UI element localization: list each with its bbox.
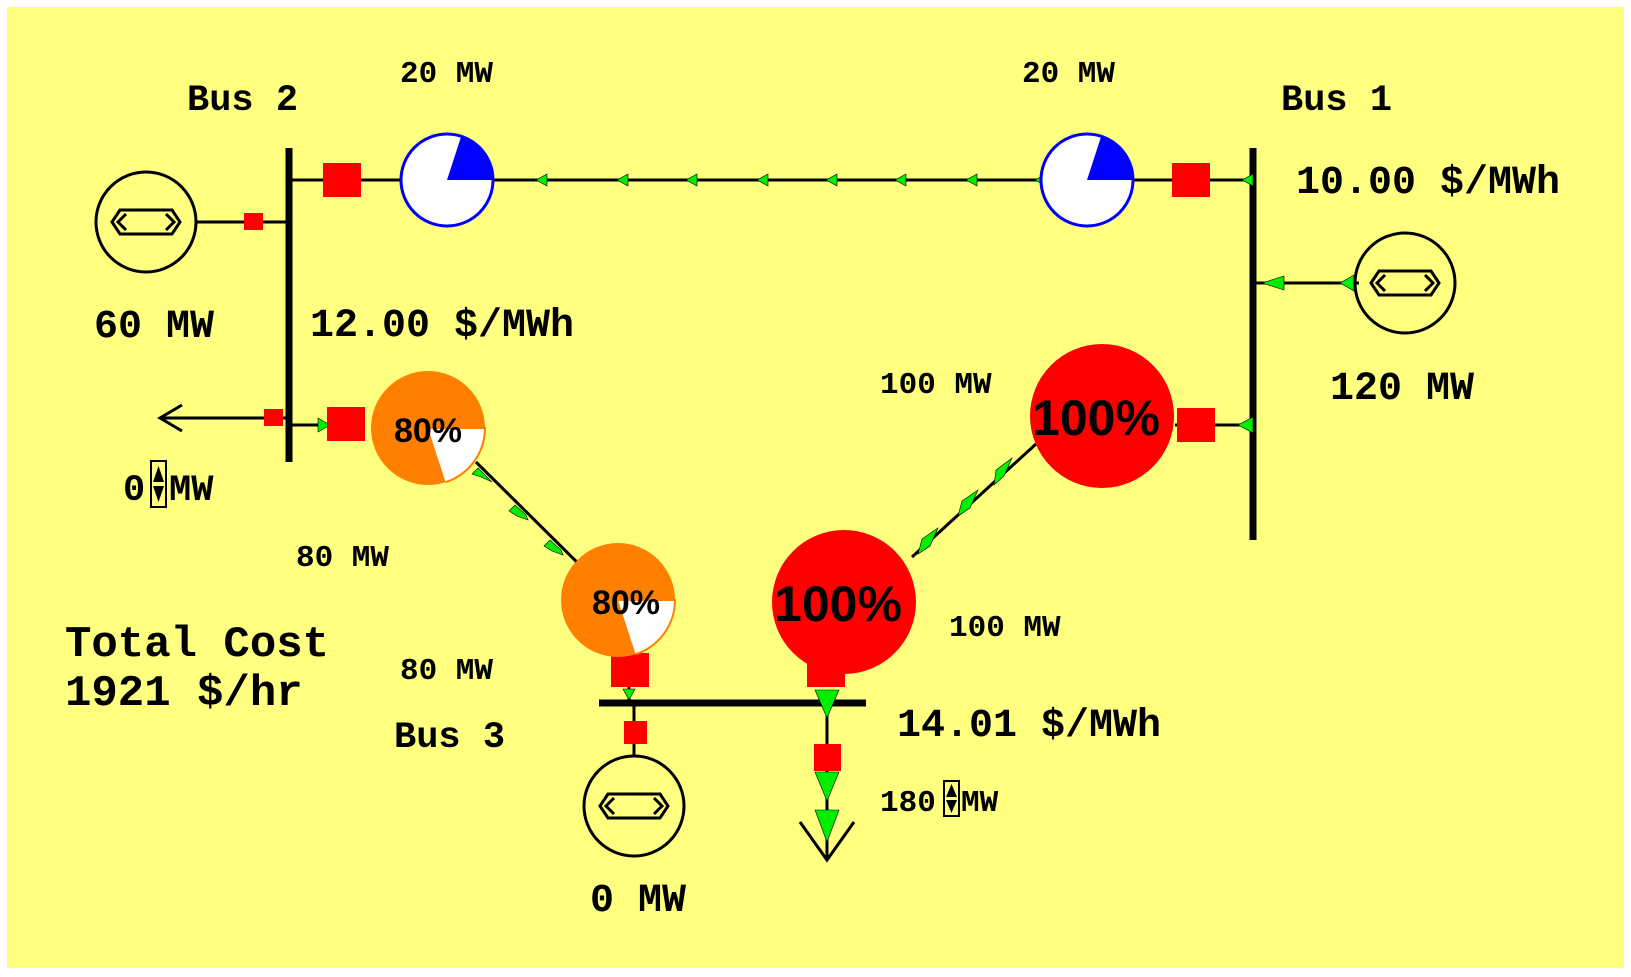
pie-line23-bottom-label: 80% bbox=[592, 584, 660, 622]
bus2-name: Bus 2 bbox=[187, 80, 298, 122]
total-cost-label: Total Cost bbox=[65, 620, 329, 670]
line-1-3[interactable]: 100% 100% bbox=[772, 344, 1254, 687]
line23-flow-bottom: 80 MW bbox=[400, 654, 493, 689]
load3-value: 180 bbox=[880, 786, 936, 821]
load-bus2[interactable] bbox=[157, 403, 289, 433]
bus1-price: 10.00 $/MWh bbox=[1296, 161, 1560, 206]
pie-line13-bottom-label: 100% bbox=[774, 576, 902, 632]
load2-spinner-icon[interactable] bbox=[150, 460, 167, 508]
line-1-2[interactable] bbox=[289, 132, 1254, 228]
breaker-line23-bus2[interactable] bbox=[327, 407, 365, 441]
generator-symbol-icon bbox=[598, 792, 670, 820]
breaker-line12-bus2[interactable] bbox=[323, 163, 361, 197]
bus3-price: 14.01 $/MWh bbox=[897, 704, 1161, 749]
pie-line13-bottom[interactable]: 100% bbox=[772, 530, 916, 674]
line-2-3[interactable]: 80% 80% bbox=[289, 371, 677, 703]
total-cost-value: 1921 $/hr bbox=[65, 669, 303, 719]
line12-flow-right: 20 MW bbox=[1022, 57, 1115, 92]
gen2-output: 60 MW bbox=[94, 305, 214, 350]
breaker-line23-bus3[interactable] bbox=[611, 653, 649, 687]
load-arrow-icon bbox=[157, 403, 183, 433]
breaker-line13-bus1[interactable] bbox=[1177, 408, 1215, 442]
breaker-gen2[interactable] bbox=[244, 213, 263, 230]
load-arrow-icon bbox=[798, 821, 856, 863]
load-bus3[interactable] bbox=[798, 689, 856, 863]
generator-bus3[interactable] bbox=[582, 703, 686, 858]
gen1-output: 120 MW bbox=[1330, 367, 1474, 412]
pie-line23-top[interactable]: 80% bbox=[371, 371, 487, 485]
load3-spinner-icon[interactable] bbox=[943, 780, 960, 817]
pie-line13-top-label: 100% bbox=[1032, 390, 1160, 446]
pie-line12-left[interactable] bbox=[399, 132, 495, 228]
flow-arrows-line23 bbox=[471, 467, 564, 556]
bus1-name: Bus 1 bbox=[1281, 80, 1392, 122]
breaker-load3[interactable] bbox=[814, 744, 841, 771]
breaker-load2[interactable] bbox=[264, 409, 283, 426]
load2-value: 0 bbox=[123, 470, 145, 512]
generator-bus2[interactable] bbox=[94, 170, 289, 274]
breaker-line12-bus1[interactable] bbox=[1172, 163, 1210, 197]
pie-line23-top-label: 80% bbox=[394, 412, 462, 450]
line23-flow-top: 80 MW bbox=[296, 541, 389, 576]
line12-flow-left: 20 MW bbox=[400, 57, 493, 92]
gen3-output: 0 MW bbox=[590, 879, 686, 924]
pie-line13-top[interactable]: 100% bbox=[1030, 344, 1174, 488]
load3-unit: MW bbox=[961, 786, 999, 821]
generator-bus1[interactable] bbox=[1253, 231, 1457, 335]
breaker-gen3[interactable] bbox=[624, 721, 647, 744]
pie-line23-bottom[interactable]: 80% bbox=[561, 543, 677, 657]
load2-unit: MW bbox=[169, 470, 214, 512]
line13-flow-top: 100 MW bbox=[880, 368, 992, 403]
generator-symbol-icon bbox=[1369, 269, 1441, 297]
diagram-background bbox=[7, 7, 1624, 968]
pie-line12-right[interactable] bbox=[1039, 132, 1135, 228]
bus2-price: 12.00 $/MWh bbox=[310, 304, 574, 349]
bus3-name: Bus 3 bbox=[394, 717, 505, 759]
generator-symbol-icon bbox=[110, 208, 182, 236]
flow-arrows-line13 bbox=[917, 457, 1013, 555]
line13-flow-bottom: 100 MW bbox=[949, 611, 1061, 646]
